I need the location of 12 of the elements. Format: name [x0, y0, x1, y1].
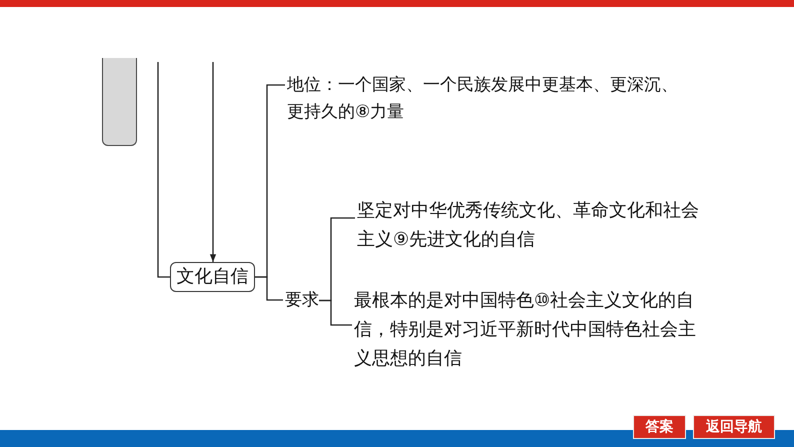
note-text: 坚定对中华优秀传统文化、革命文化和社会主义⑨先进文化的自信	[357, 196, 707, 254]
topic-box: 文化自信	[170, 262, 255, 292]
connector-line	[255, 276, 283, 301]
answer-button: 答案	[633, 415, 686, 439]
note-text: 最根本的是对中国特色⑩社会主义文化的自信，特别是对习近平新时代中国特色社会主义思想的自信	[354, 286, 700, 373]
arrow	[210, 62, 216, 262]
back-button: 返回导航	[693, 415, 775, 439]
connector-line	[319, 300, 352, 326]
connector-line	[157, 62, 170, 278]
branch-label: 要求	[285, 287, 319, 314]
note-text: 地位：一个国家、一个民族发展中更基本、更深沉、更持久的⑧力量	[287, 72, 685, 126]
sidebar-band	[102, 58, 137, 146]
